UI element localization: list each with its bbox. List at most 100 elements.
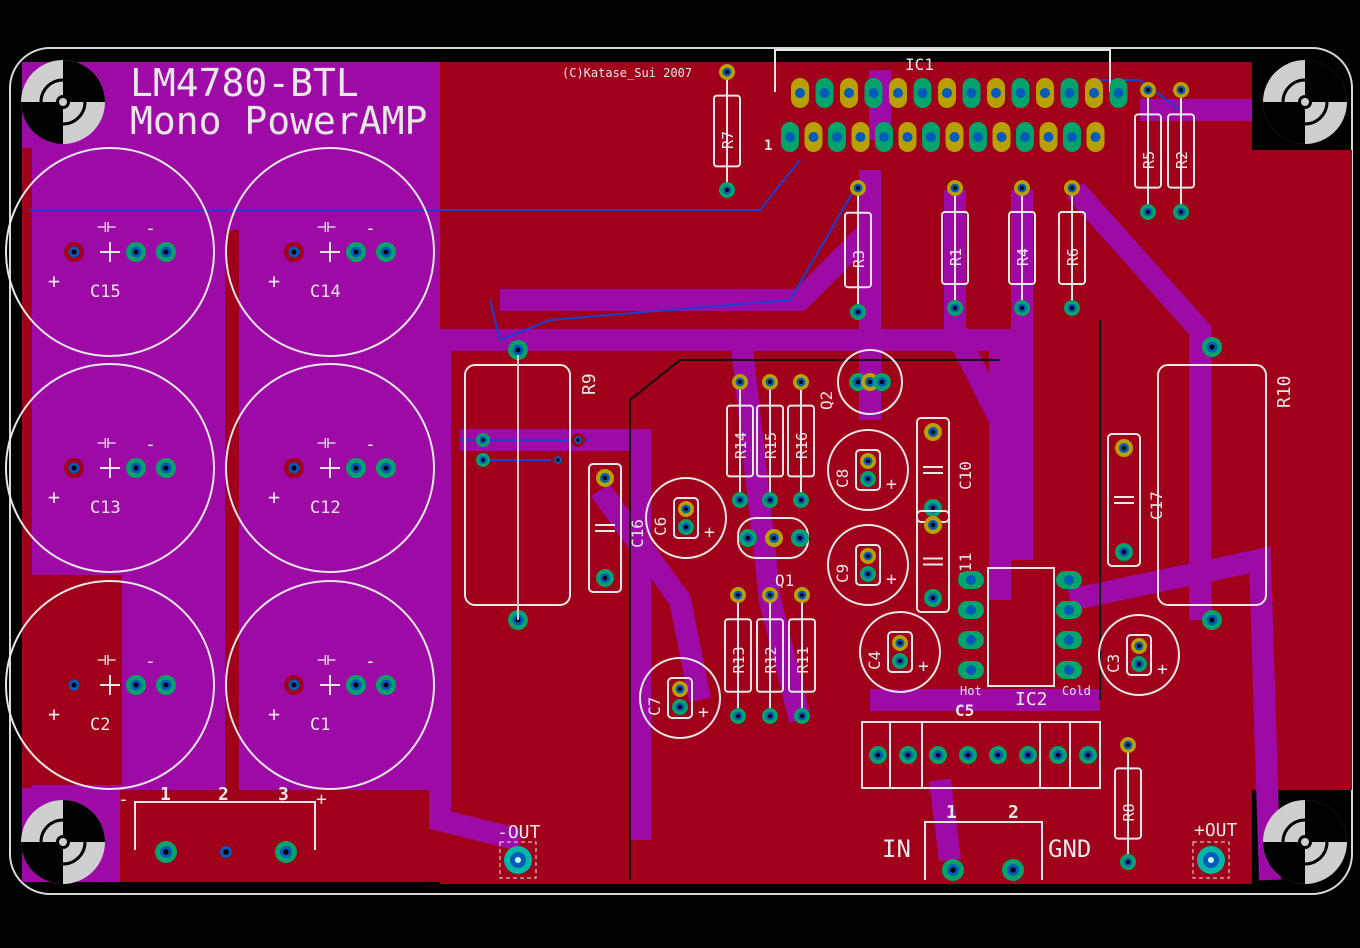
ic1-footprint: IC1 1 xyxy=(764,49,1128,154)
cap-plus-label: + xyxy=(48,485,60,509)
resistor: R6 xyxy=(1058,180,1086,316)
resistor-label: R8 xyxy=(1120,803,1138,821)
large-capacitor: ⊣⊢ - + C1 xyxy=(225,580,435,790)
electrolytic-capacitor: +C9 xyxy=(827,524,909,606)
input-in-label: IN xyxy=(882,835,911,863)
cap-minus-label: - xyxy=(145,651,156,672)
cap-polarity-symbol: ⊣⊢ xyxy=(317,433,336,452)
electrolytic-capacitor: +C6 xyxy=(645,477,727,559)
power-pin3-label: 3 xyxy=(278,784,289,805)
resistor-label: R2 xyxy=(1173,151,1191,169)
cap-label: C1 xyxy=(310,715,330,735)
resistor: R13 xyxy=(724,587,752,724)
resistor-label: R12 xyxy=(762,646,780,673)
ceramic-capacitor: C17 xyxy=(1107,433,1166,567)
resistor-label: R16 xyxy=(793,432,811,459)
resistor-label: R7 xyxy=(719,131,737,149)
mount-hole-top-left xyxy=(21,60,105,144)
resistor-label: R5 xyxy=(1140,151,1158,169)
mount-hole-top-right xyxy=(1263,60,1347,144)
out-plus-label: +OUT xyxy=(1194,820,1238,841)
copyright-text: (C)Katase_Sui 2007 xyxy=(562,66,692,80)
large-capacitor: ⊣⊢-+C12 xyxy=(225,363,435,573)
resistor: R16 xyxy=(787,374,815,508)
cap-minus-label: - xyxy=(145,218,156,239)
large-capacitors: ⊣⊢-+C15⊣⊢-+C14⊣⊢-+C13⊣⊢-+C12⊣⊢-+C2⊣⊢-+C1 xyxy=(5,147,435,790)
board-title: LM4780-BTL xyxy=(130,61,359,105)
mount-hole-bottom-right xyxy=(1263,800,1347,884)
large-capacitor: ⊣⊢-+C15 xyxy=(5,147,215,357)
cap-plus-label: + xyxy=(268,702,280,726)
resistor: R5 xyxy=(1134,82,1162,220)
power-minus-label: - xyxy=(118,789,129,810)
resistor-label: R14 xyxy=(732,432,750,459)
capacitor-label: C3 xyxy=(1104,654,1123,673)
cap-plus-label: + xyxy=(268,269,280,293)
black-traces xyxy=(629,320,1101,880)
out-minus-label: -OUT xyxy=(497,822,541,843)
capacitor-label: C6 xyxy=(651,517,670,536)
resistor: R7 xyxy=(713,64,741,198)
capacitor-label: C16 xyxy=(628,519,647,548)
power-pin2-label: 2 xyxy=(218,784,229,805)
input-connector: 1 2 IN GND xyxy=(882,802,1091,880)
large-capacitor: ⊣⊢-+C2 xyxy=(5,580,215,790)
power-connector: 1 2 3 - + xyxy=(118,784,327,850)
electrolytic-capacitor: + C3 xyxy=(1098,614,1180,696)
resistor: R8 xyxy=(1114,737,1142,870)
top-copper-layer xyxy=(22,62,1352,884)
c5-label: C5 xyxy=(955,701,974,720)
capacitor-plus: + xyxy=(1157,659,1168,680)
large-capacitor: ⊣⊢-+C14 xyxy=(225,147,435,357)
capacitor-label: C10 xyxy=(956,461,975,490)
cap-polarity-symbol: ⊣⊢ xyxy=(317,217,336,236)
resistor-label: R4 xyxy=(1014,248,1032,266)
resistor: R4 xyxy=(1008,180,1036,316)
resistor: R15 xyxy=(756,374,784,508)
resistor: R12 xyxy=(756,587,784,724)
r10-label: R10 xyxy=(1274,375,1295,408)
cap-polarity-symbol: ⊣⊢ xyxy=(97,650,116,669)
cap-label: C15 xyxy=(90,282,121,302)
r9-label: R9 xyxy=(579,373,600,395)
large-capacitor: ⊣⊢-+C13 xyxy=(5,363,215,573)
input-pin2-label: 2 xyxy=(1008,802,1019,823)
capacitor-label: C17 xyxy=(1147,491,1166,520)
q2-label: Q2 xyxy=(817,391,836,410)
resistor-label: R1 xyxy=(947,248,965,266)
cap-label: C12 xyxy=(310,498,341,518)
resistor: R14 xyxy=(726,374,754,508)
resistor: R11 xyxy=(788,587,816,724)
input-gnd-label: GND xyxy=(1048,835,1091,863)
power-pin1-label: 1 xyxy=(160,784,171,805)
ic2-label: IC2 xyxy=(1015,689,1048,710)
input-pin1-label: 1 xyxy=(946,802,957,823)
electrolytic-capacitor: +C8 xyxy=(827,429,909,511)
resistor: R3 xyxy=(844,180,872,320)
electrolytic-capacitor: +C4 xyxy=(859,611,941,693)
cap-label: C14 xyxy=(310,282,341,302)
output-plus: +OUT xyxy=(1192,820,1238,879)
capacitor-label: C8 xyxy=(833,469,852,488)
capacitor-plus: + xyxy=(918,656,929,677)
resistor: R1 xyxy=(941,180,969,316)
mounting-holes xyxy=(21,60,1347,884)
cap-plus-label: + xyxy=(268,485,280,509)
ic2-footprint: IC2 Hot Cold xyxy=(960,567,1091,710)
resistor-label: R3 xyxy=(850,250,868,268)
ic1-pin1-label: 1 xyxy=(764,138,772,154)
pads xyxy=(155,373,1097,881)
cap-polarity-symbol: ⊣⊢ xyxy=(317,650,336,669)
resistor: R2 xyxy=(1167,82,1195,220)
cap-minus-label: - xyxy=(365,651,376,672)
ic2-cold-label: Cold xyxy=(1062,684,1091,698)
capacitor-plus: + xyxy=(698,702,709,723)
power-resistor-r10: R10 xyxy=(1157,364,1295,606)
electrolytic-capacitor: +C7 xyxy=(639,657,721,739)
mount-hole-bottom-left xyxy=(21,800,105,884)
resistor-label: R13 xyxy=(730,646,748,673)
cap-polarity-symbol: ⊣⊢ xyxy=(97,433,116,452)
cap-minus-label: - xyxy=(145,434,156,455)
